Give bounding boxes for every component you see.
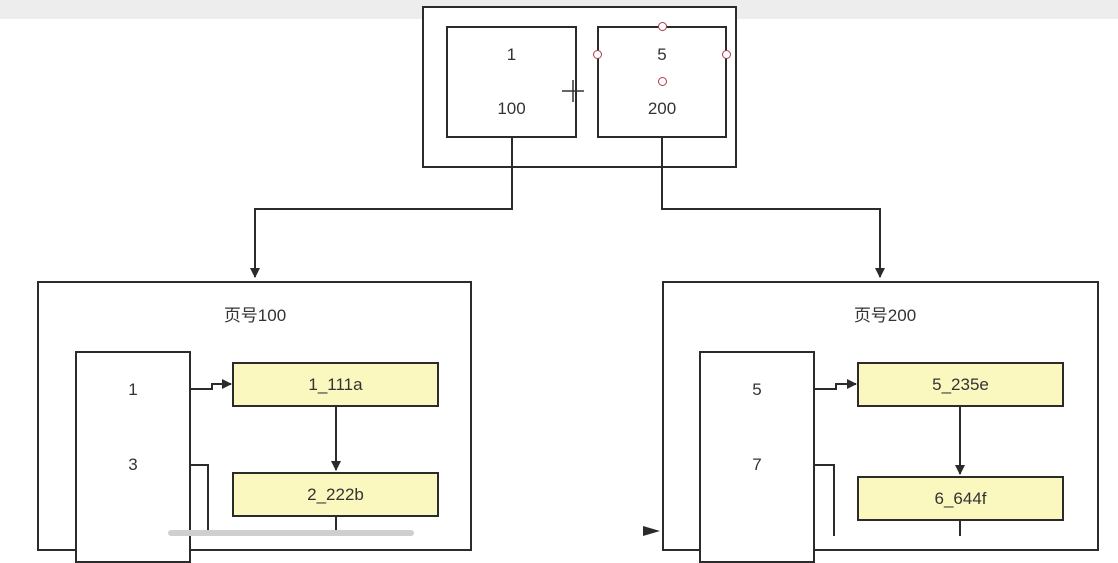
page-100-record-2[interactable]: 2_222b — [232, 472, 439, 517]
selection-handle-top[interactable] — [658, 22, 667, 31]
selection-handle-right[interactable] — [722, 50, 731, 59]
page-200-key-7[interactable]: 7 — [699, 427, 815, 505]
page-200-key-5[interactable]: 5 — [699, 351, 815, 429]
connector-key-3-side — [191, 464, 209, 536]
connectors — [191, 80, 965, 536]
connector-key-5-to-record — [815, 379, 857, 390]
page-100-record-1[interactable]: 1_111a — [232, 362, 439, 407]
page-100-title: 页号100 — [223, 306, 287, 325]
root-pointer-100[interactable]: 100 — [446, 81, 577, 138]
page-200-record-1[interactable]: 5_235e — [857, 362, 1064, 407]
connector-key-7-side — [815, 464, 835, 536]
connector-root-to-page-100 — [250, 138, 513, 278]
partial-arrowhead-left — [643, 526, 660, 536]
page-200-title: 页号200 — [853, 306, 917, 325]
selection-handle-left[interactable] — [593, 50, 602, 59]
crosshair-cursor-icon — [562, 80, 584, 102]
horizontal-scrollbar[interactable] — [168, 530, 414, 536]
selection-handle-bottom[interactable] — [658, 77, 667, 86]
page-200-record-2[interactable]: 6_644f — [857, 476, 1064, 521]
root-pointer-200[interactable]: 200 — [597, 81, 727, 138]
connector-root-to-page-200 — [661, 138, 885, 278]
connector-key-1-to-record — [191, 379, 232, 390]
